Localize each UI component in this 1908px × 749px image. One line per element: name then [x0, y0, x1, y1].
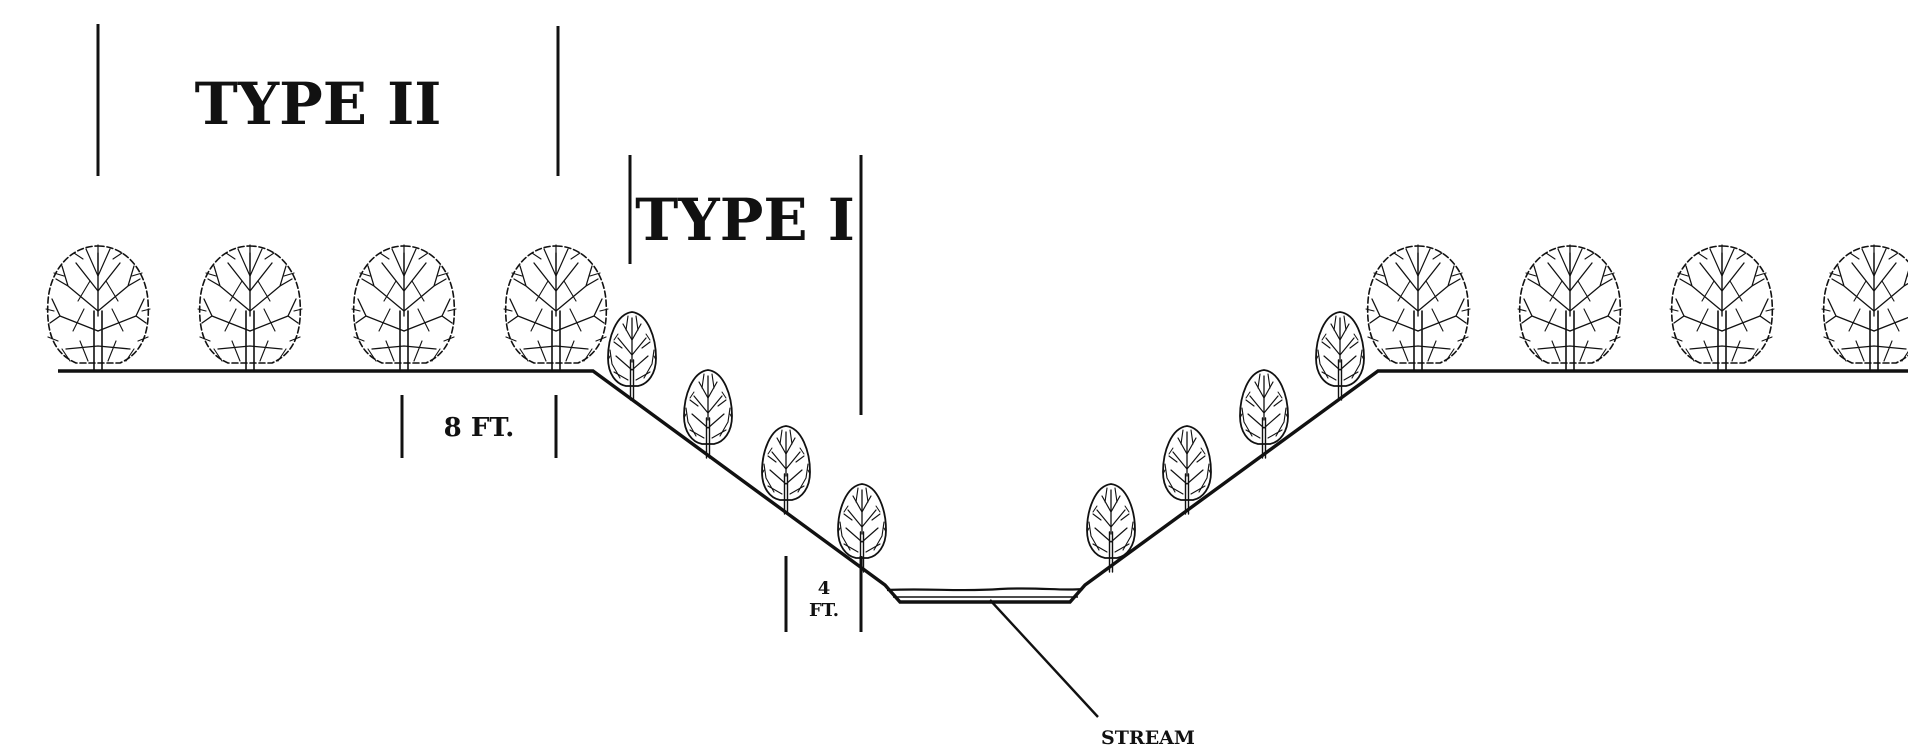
stream-label: STREAM [1101, 727, 1195, 749]
tree-icon [197, 244, 303, 372]
tree-icon [351, 244, 457, 372]
ground-profile [58, 369, 1908, 604]
tree-icon [1086, 483, 1136, 573]
type-ii-label: TYPE II [195, 70, 442, 138]
stream-leader-line [989, 599, 1099, 718]
tree-icon [1162, 425, 1212, 515]
tree-icon [1365, 244, 1471, 372]
tree-icon [1669, 244, 1775, 372]
tree-icon [1821, 244, 1908, 372]
stream-water [886, 587, 1084, 598]
spacing-8ft-label: 8 FT. [444, 413, 515, 443]
spacing-4ft-unit: FT. [809, 600, 839, 621]
tree-icon [1517, 244, 1623, 372]
type-i-bracket [628, 155, 863, 415]
type-i-label: TYPE I [635, 186, 855, 254]
tree-icon [1239, 369, 1289, 459]
type-ii-bracket [96, 24, 560, 176]
tree-icon [45, 244, 151, 372]
spacing-4ft-number: 4 [818, 578, 831, 599]
spacing-4ft-marker [784, 556, 863, 632]
spacing-8ft-marker [400, 395, 558, 458]
tree-icon [503, 244, 609, 372]
